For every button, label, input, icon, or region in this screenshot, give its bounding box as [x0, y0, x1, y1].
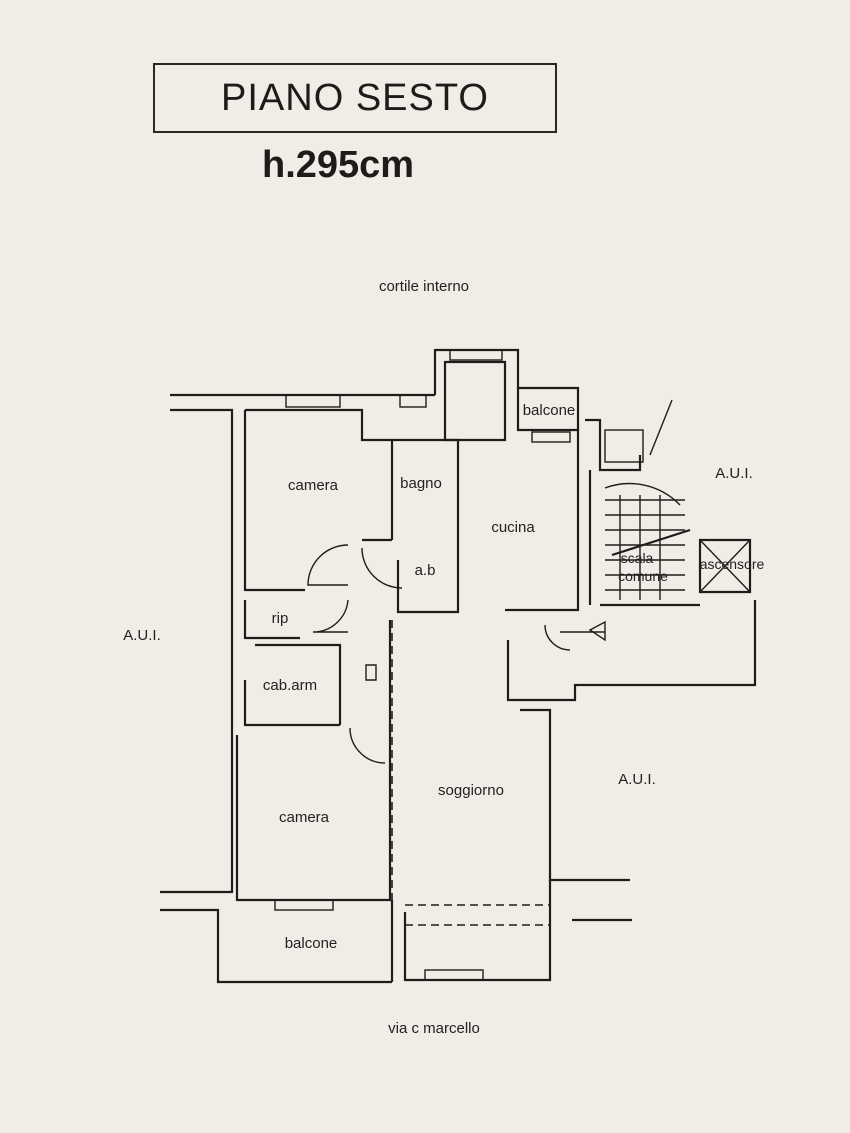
room-balcone-bottom: balcone — [285, 935, 338, 952]
room-ascensore: ascensore — [700, 556, 765, 572]
courtyard-label: cortile interno — [379, 278, 469, 295]
room-cucina: cucina — [491, 519, 535, 536]
title-box: PIANO SESTO — [153, 63, 557, 133]
room-camera-bottom: camera — [279, 809, 330, 826]
building-outline — [160, 348, 757, 984]
aui-right-top-label: A.U.I. — [715, 465, 753, 482]
page-title: PIANO SESTO — [221, 76, 489, 119]
room-rip: rip — [272, 610, 289, 627]
room-cab-arm: cab.arm — [263, 677, 317, 694]
room-camera-top: camera — [288, 477, 339, 494]
room-scala-comune-1: scala — [621, 550, 654, 566]
doors — [307, 544, 403, 764]
room-scala-comune-2: comune — [618, 568, 668, 584]
aui-left-label: A.U.I. — [123, 627, 161, 644]
room-bagno: bagno — [400, 475, 442, 492]
street-label: via c marcello — [388, 1020, 480, 1037]
room-balcone-top: balcone — [523, 402, 576, 419]
ceiling-height: h.295cm — [262, 144, 415, 186]
room-soggiorno: soggiorno — [438, 782, 504, 799]
windows — [274, 349, 644, 981]
aui-right-bottom-label: A.U.I. — [618, 771, 656, 788]
room-ab: a.b — [415, 562, 436, 579]
dashed-lines — [391, 620, 550, 926]
